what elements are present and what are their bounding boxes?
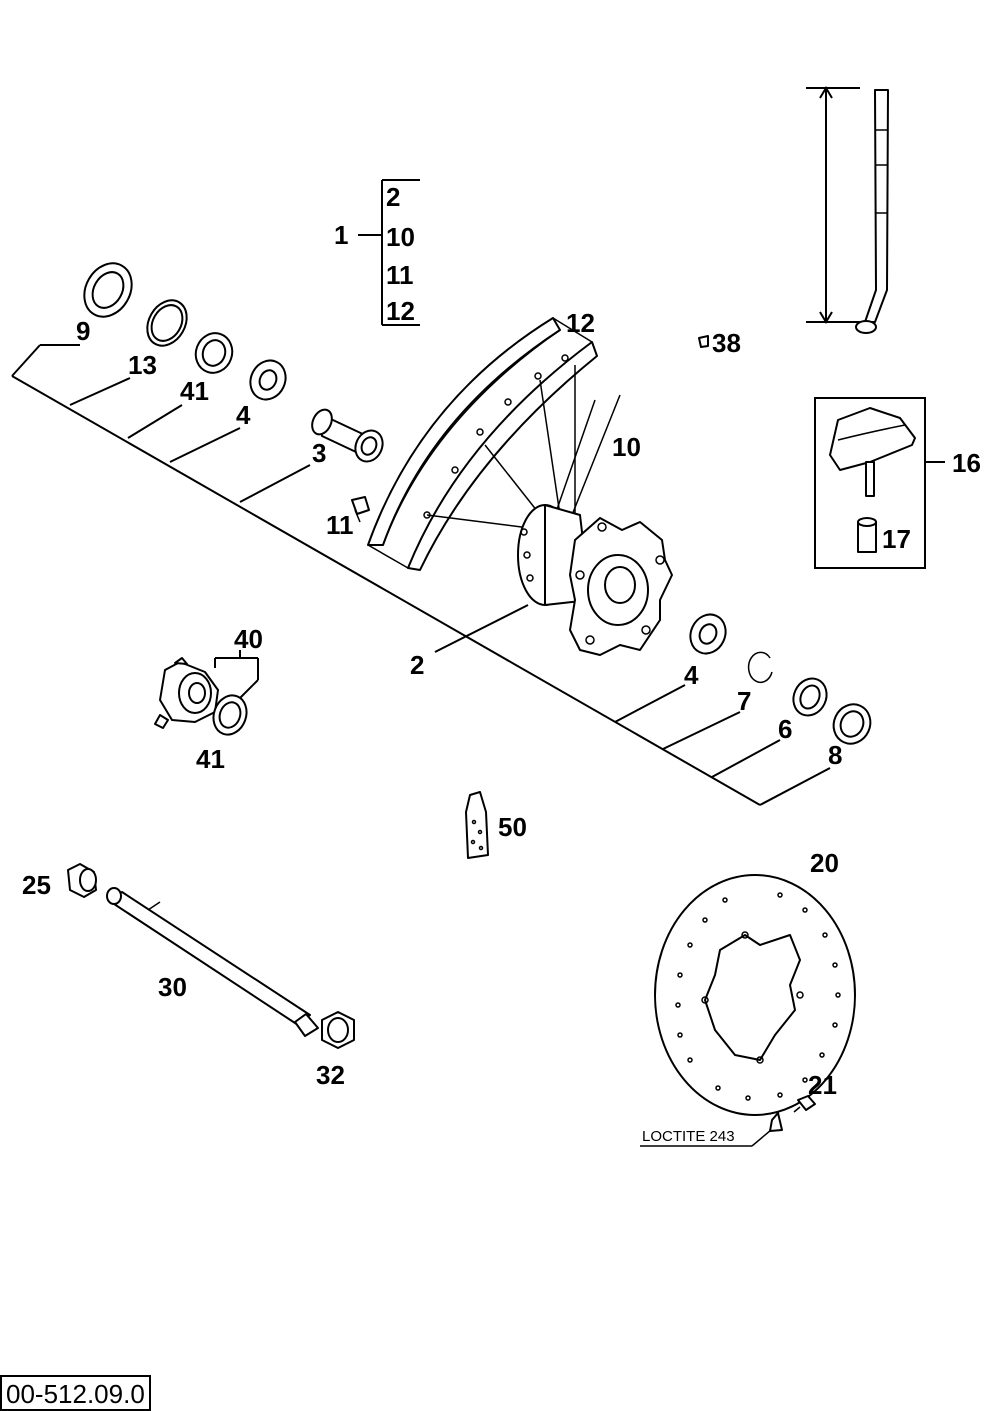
- label-part-32: 32: [316, 1060, 345, 1090]
- kit-item-label: 2: [386, 182, 400, 212]
- label-part-11: 11: [326, 510, 354, 540]
- part-25-axle-nut: [67, 863, 97, 898]
- assembly-axis-lines: [11, 344, 831, 806]
- label-part-2: 2: [410, 650, 424, 680]
- part-13-ring: [146, 299, 188, 347]
- label-part-25: 25: [22, 870, 51, 900]
- spoke-length-dimension: [806, 86, 889, 334]
- part-4-bearing: [249, 359, 287, 401]
- part-4-bearing-right: [689, 613, 727, 655]
- label-part-41: 41: [180, 376, 209, 406]
- kit-bracket: 1 2 10 11 12: [334, 179, 420, 326]
- kit-item-label: 11: [386, 260, 414, 290]
- part-40-speedo-drive: [154, 650, 259, 729]
- loctite-note-text: LOCTITE 243: [642, 1128, 735, 1145]
- part-21-disc-screw: [769, 1095, 816, 1132]
- wheel-hub: [517, 504, 673, 656]
- label-part-12: 12: [566, 308, 595, 338]
- part-50-grease-tube: [465, 791, 489, 859]
- spokes: [426, 365, 621, 541]
- part-20-brake-disc: [654, 874, 856, 1116]
- label-part-16: 16: [952, 448, 981, 478]
- label-part-7: 7: [737, 686, 751, 716]
- part-41-retainer: [194, 332, 234, 374]
- part-3-spacer-sleeve: [311, 408, 384, 463]
- part-labels: 9 13 41 4 3 12 38 10 11 16 17 2 40 41 4 …: [22, 308, 981, 1100]
- part-9-seal: [83, 262, 133, 318]
- label-part-50: 50: [498, 812, 527, 842]
- part-6-seal: [792, 677, 828, 717]
- document-number: 00-512.09.0: [0, 1375, 151, 1411]
- part-30-axle: [106, 887, 319, 1037]
- label-part-6: 6: [778, 714, 792, 744]
- label-part-41-lower: 41: [196, 744, 225, 774]
- label-part-8: 8: [828, 740, 842, 770]
- label-part-20: 20: [810, 848, 839, 878]
- part-7-circlip: [747, 651, 773, 684]
- part-32-axle-nut: [321, 1011, 355, 1049]
- label-part-4: 4: [236, 400, 251, 430]
- label-part-10: 10: [612, 432, 641, 462]
- kit-main-label: 1: [334, 220, 348, 250]
- label-part-3: 3: [312, 438, 326, 468]
- label-part-9: 9: [76, 316, 90, 346]
- part-8-spacer: [832, 703, 872, 745]
- label-part-30: 30: [158, 972, 187, 1002]
- label-part-40: 40: [234, 624, 263, 654]
- part-11-spoke-nipple: [351, 496, 370, 523]
- label-part-17: 17: [882, 524, 911, 554]
- kit-item-label: 12: [386, 296, 415, 326]
- label-part-21: 21: [808, 1070, 837, 1100]
- part-41-retainer-lower: [212, 694, 248, 736]
- part-38-valve-cap: [698, 335, 709, 348]
- label-part-4-right: 4: [684, 660, 699, 690]
- loctite-note: LOCTITE 243: [640, 1128, 772, 1147]
- label-part-13: 13: [128, 350, 157, 380]
- label-part-38: 38: [712, 328, 741, 358]
- kit-item-label: 10: [386, 222, 415, 252]
- wheel-rim: [367, 317, 598, 571]
- rim-lock-box: [814, 397, 945, 569]
